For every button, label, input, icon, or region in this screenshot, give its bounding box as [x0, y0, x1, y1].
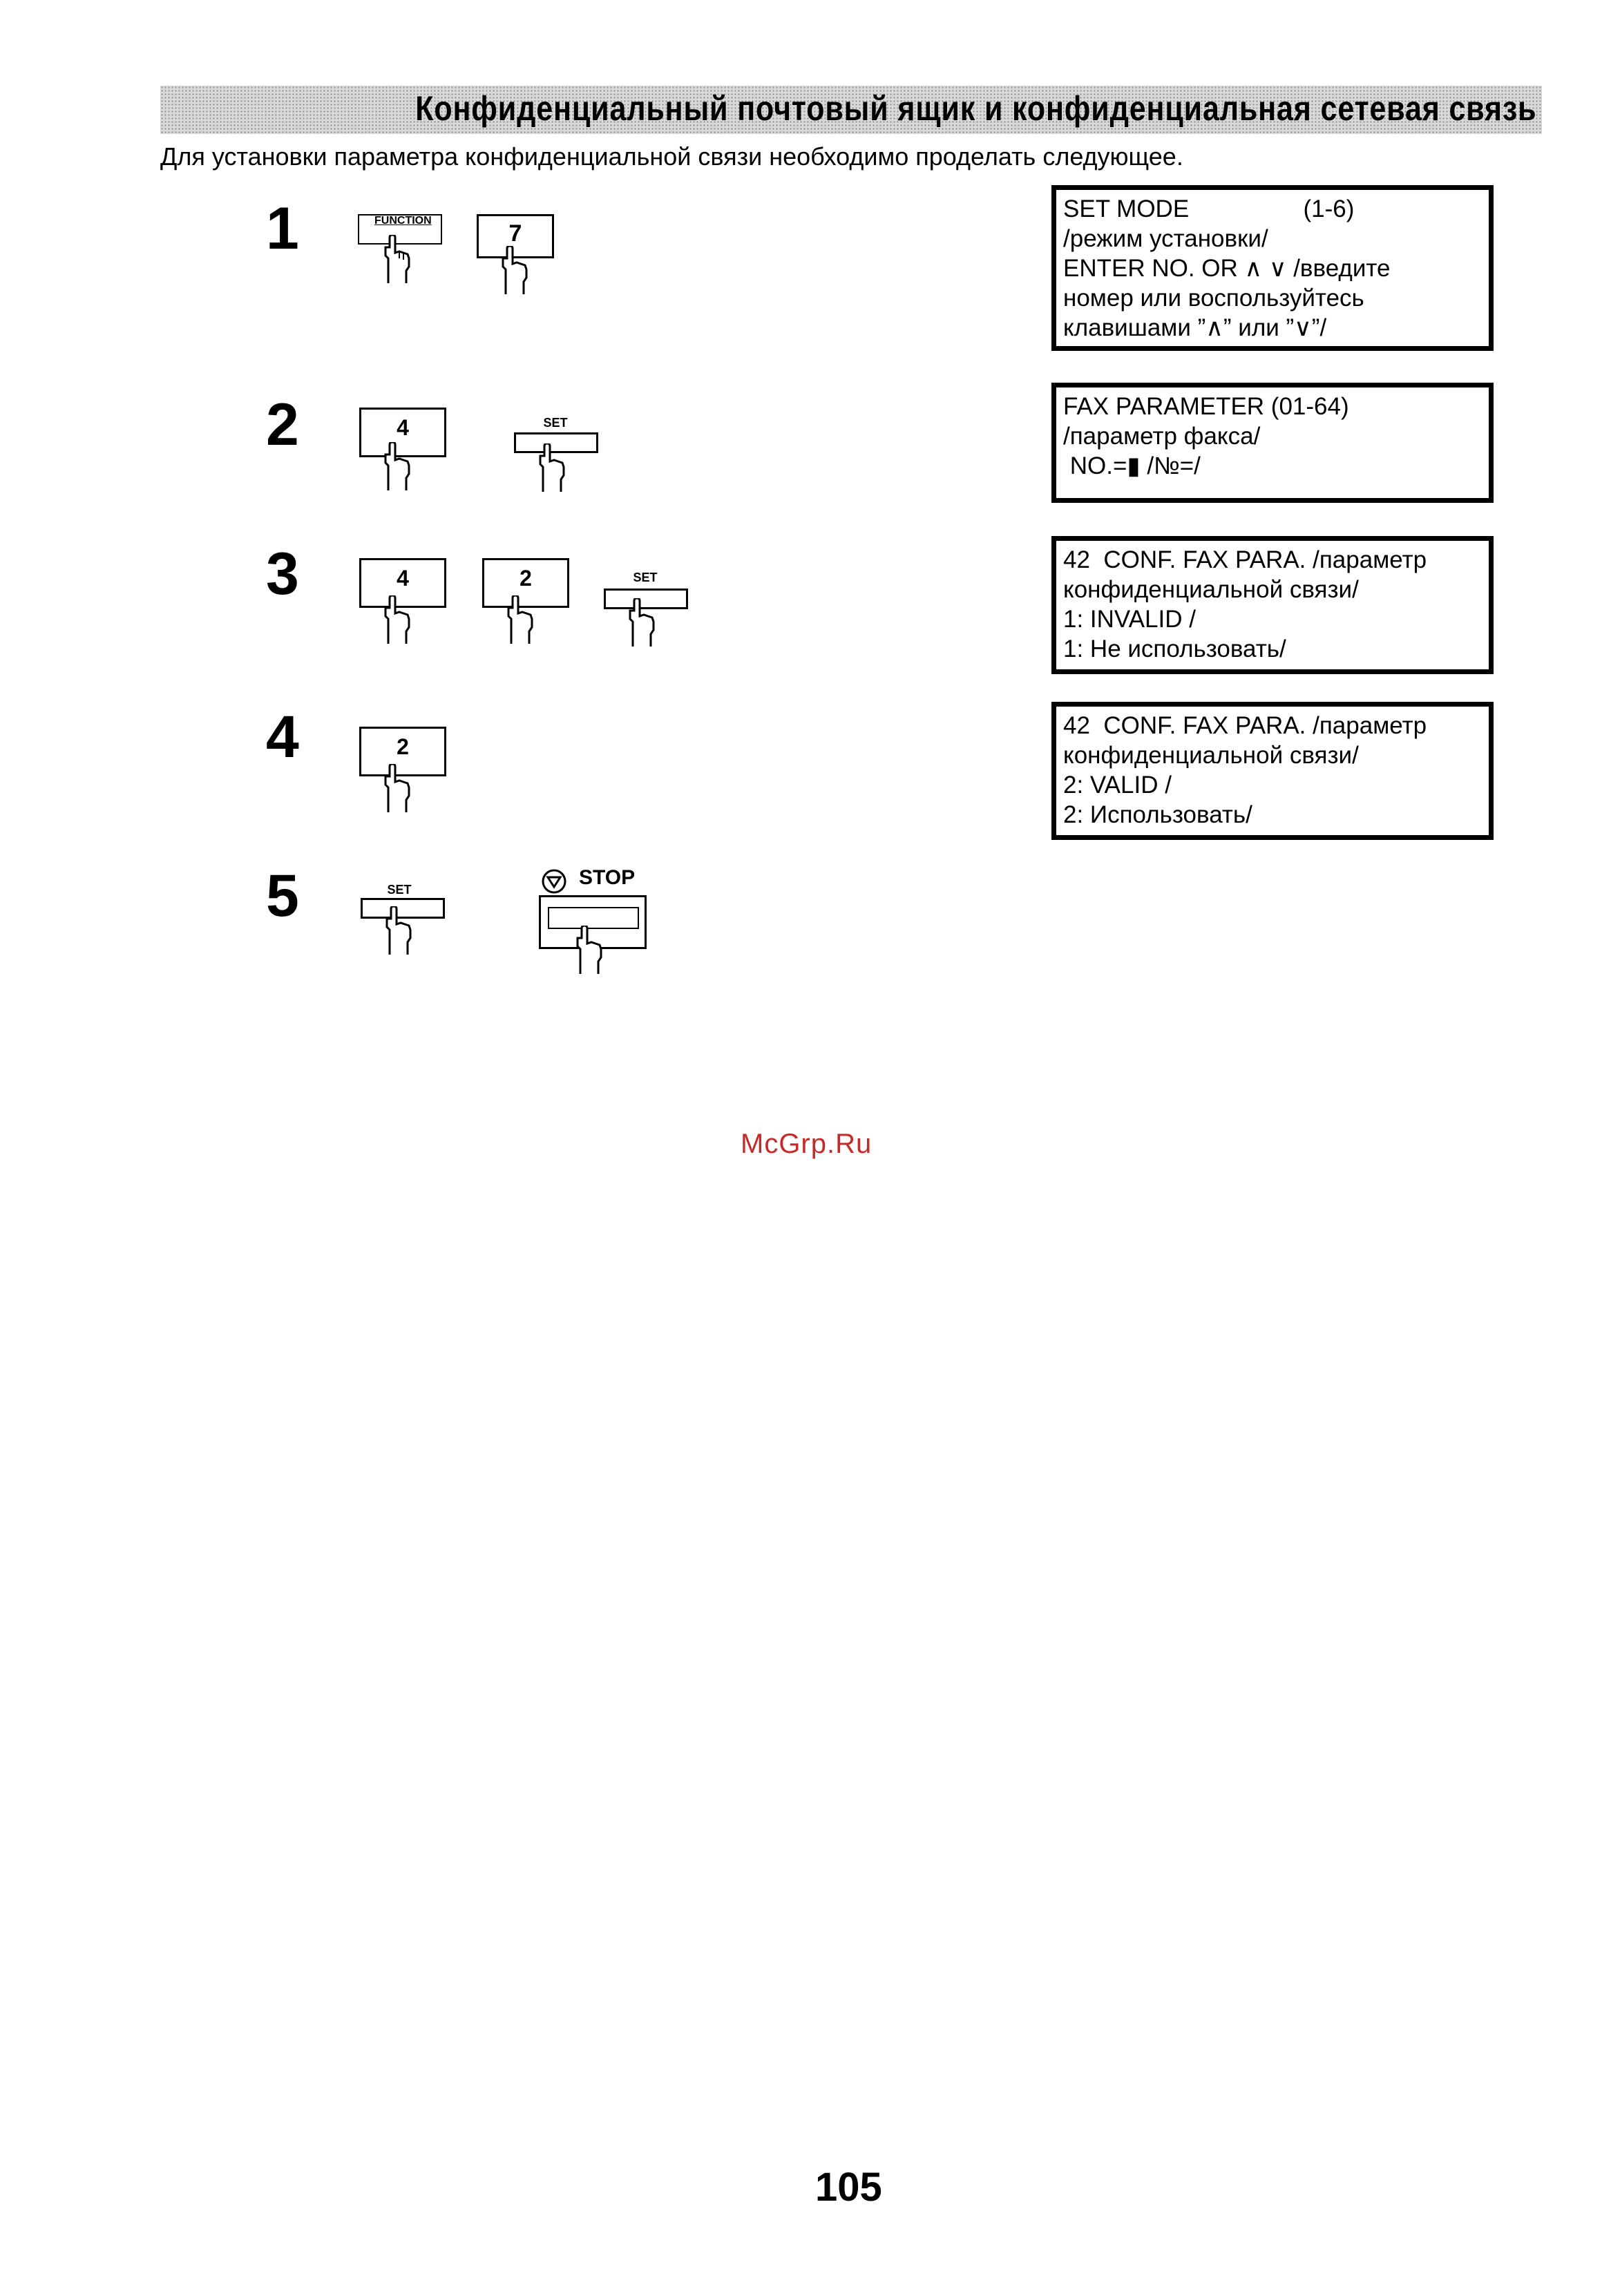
pressing-finger-icon: [384, 764, 410, 812]
lcd-line: конфиденциальной связи/: [1063, 742, 1359, 769]
set-key[interactable]: [361, 898, 445, 919]
key-2[interactable]: 2: [359, 727, 446, 776]
lcd-line: /режим установки/: [1063, 225, 1268, 252]
key-7[interactable]: 7: [477, 214, 554, 258]
stop-key-label: STOP: [579, 866, 636, 889]
pressing-finger-icon: [576, 926, 602, 974]
lcd-display-set-mode: SET MODE (1-6) /режим установки/ ENTER N…: [1051, 185, 1494, 351]
pressing-finger-icon: [385, 906, 412, 955]
key-2-label: 2: [397, 734, 409, 759]
stop-key[interactable]: [539, 895, 647, 949]
lcd-line: NO.=▮ /№=/: [1063, 452, 1201, 479]
lcd-line: 2: Использовать/: [1063, 801, 1252, 828]
pressing-finger-icon: [384, 442, 410, 490]
lcd-display-invalid: 42 CONF. FAX PARA. /параметр конфиденциа…: [1051, 536, 1494, 674]
set-key-label: SET: [387, 883, 412, 897]
lcd-line: /параметр факса/: [1063, 423, 1261, 450]
lcd-display-fax-parameter: FAX PARAMETER (01-64) /параметр факса/ N…: [1051, 383, 1494, 503]
lcd-line: 42 CONF. FAX PARA. /параметр: [1063, 712, 1427, 739]
step-number-1: 1: [266, 195, 299, 262]
pressing-finger-icon: [384, 595, 410, 644]
pressing-finger-icon: [384, 235, 410, 283]
watermark: McGrp.Ru: [741, 1129, 873, 1159]
lcd-line: FAX PARAMETER (01-64): [1063, 393, 1349, 420]
pressing-finger-icon: [629, 598, 655, 647]
key-7-label: 7: [508, 220, 522, 247]
page-number: 105: [815, 2165, 882, 2210]
step-number-2: 2: [266, 392, 299, 458]
set-key[interactable]: [514, 432, 598, 453]
lcd-line: 1: Не использовать/: [1063, 635, 1286, 662]
lcd-display-valid: 42 CONF. FAX PARA. /параметр конфиденциа…: [1051, 702, 1494, 840]
lcd-line: клавишами ”∧” или ”∨”/: [1063, 314, 1327, 341]
lcd-line: 42 CONF. FAX PARA. /параметр: [1063, 546, 1427, 573]
intro-text: Для установки параметра конфиденциальной…: [160, 142, 1183, 171]
key-2-label: 2: [519, 566, 532, 591]
pressing-finger-icon: [507, 595, 533, 644]
key-2[interactable]: 2: [482, 558, 569, 608]
lcd-line: 2: VALID /: [1063, 772, 1172, 798]
key-4[interactable]: 4: [359, 408, 446, 457]
set-key-label: SET: [543, 416, 568, 430]
function-key-label: FUNCTION: [374, 215, 432, 227]
key-4[interactable]: 4: [359, 558, 446, 608]
lcd-line: номер или воспользуйтесь: [1063, 285, 1364, 312]
stop-key-face: [548, 907, 639, 929]
key-4-label: 4: [397, 415, 409, 440]
function-key[interactable]: FUNCTION: [358, 214, 442, 245]
lcd-line: 1: INVALID /: [1063, 606, 1196, 633]
pressing-finger-icon: [502, 246, 528, 294]
lcd-line: ENTER NO. OR ∧ ∨ /введите: [1063, 255, 1391, 282]
section-title: Конфиденциальный почтовый ящик и конфиде…: [414, 89, 1536, 128]
pressing-finger-icon: [539, 443, 565, 492]
step-number-5: 5: [266, 863, 299, 929]
step-number-3: 3: [266, 541, 299, 607]
key-4-label: 4: [397, 566, 409, 591]
step-number-4: 4: [266, 704, 299, 770]
lcd-line: SET MODE (1-6): [1063, 195, 1355, 222]
stop-triangle-icon: [542, 869, 566, 894]
section-title-bar: Конфиденциальный почтовый ящик и конфиде…: [160, 86, 1542, 134]
set-key[interactable]: [604, 589, 688, 609]
set-key-label: SET: [633, 571, 658, 584]
lcd-line: конфиденциальной связи/: [1063, 576, 1359, 603]
